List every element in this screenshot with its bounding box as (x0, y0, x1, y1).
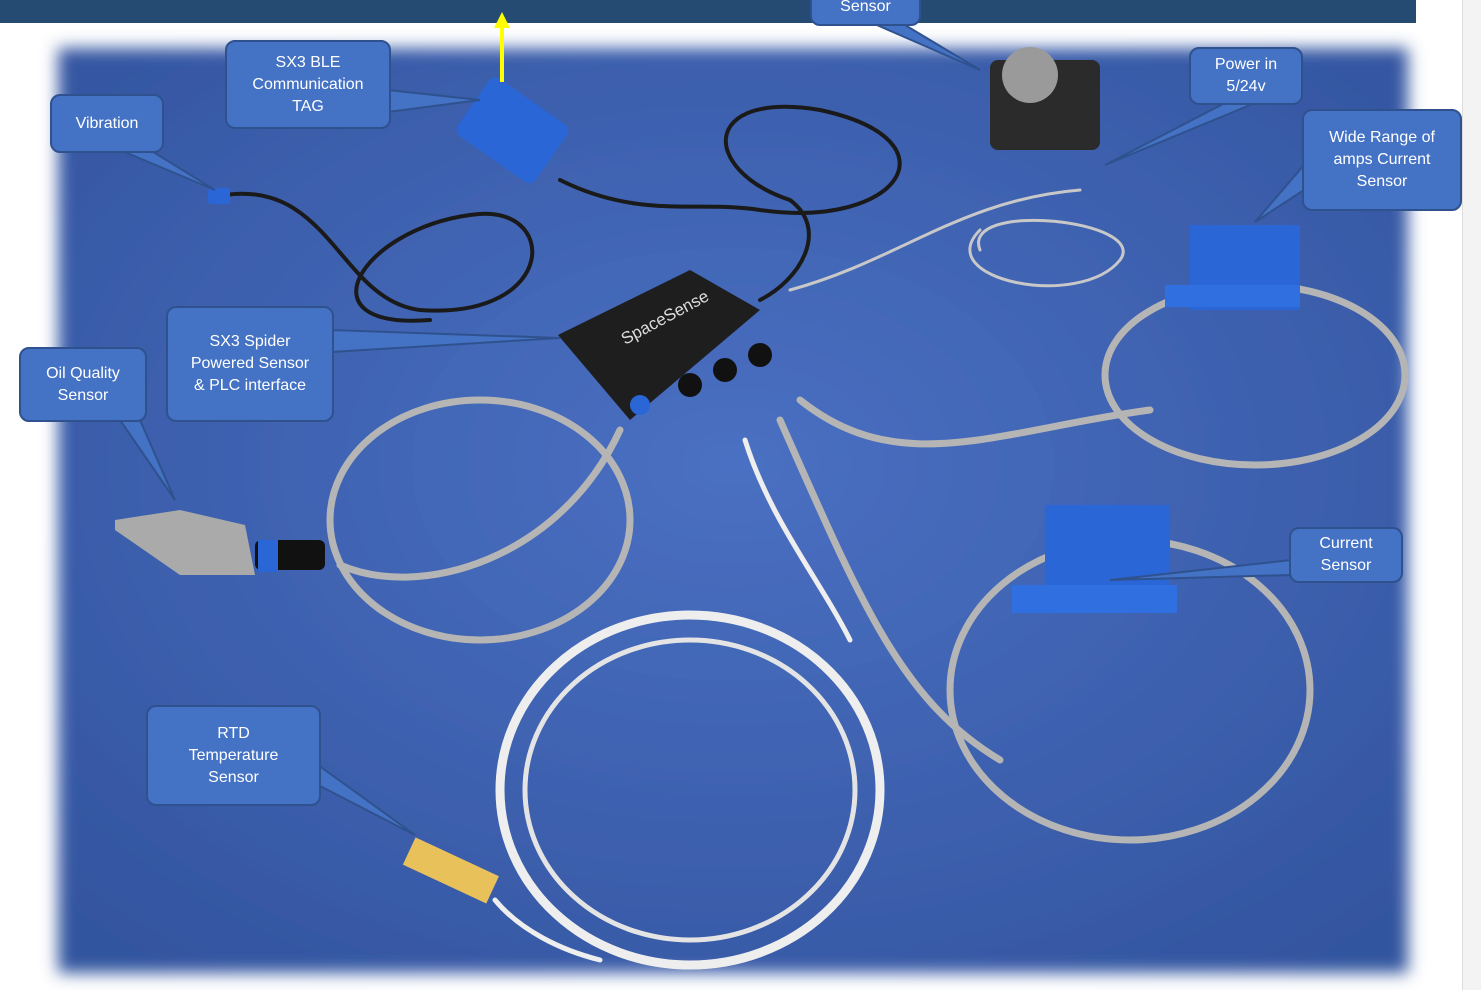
blue-cloth (58, 48, 1408, 973)
callout-vibration: Vibration (50, 94, 164, 153)
cables (223, 104, 1409, 970)
vibration-sensor (208, 188, 230, 204)
up-arrow-icon (494, 12, 510, 82)
oil-quality-sensor (115, 510, 325, 575)
callout-rtd: RTD Temperature Sensor (146, 705, 321, 806)
callout-spider: SX3 Spider Powered Sensor & PLC interfac… (166, 306, 334, 422)
callout-current-sensor: Current Sensor (1289, 527, 1403, 583)
rtd-probe (402, 837, 499, 904)
current-sensor-wide (1165, 225, 1300, 310)
ble-tag-device (456, 77, 569, 184)
callout-wide-range-current-sensor: Wide Range of amps Current Sensor (1302, 109, 1462, 211)
callout-sensor: Sensor (810, 0, 921, 26)
callout-ble-tag: SX3 BLE Communication TAG (225, 40, 391, 129)
callout-power: Power in 5/24v (1189, 47, 1303, 105)
header-bar (0, 0, 1416, 23)
sensor-device (990, 47, 1100, 150)
current-sensor (1012, 505, 1177, 613)
callout-oil-quality: Oil Quality Sensor (19, 347, 147, 422)
scrollbar[interactable] (1462, 0, 1481, 990)
